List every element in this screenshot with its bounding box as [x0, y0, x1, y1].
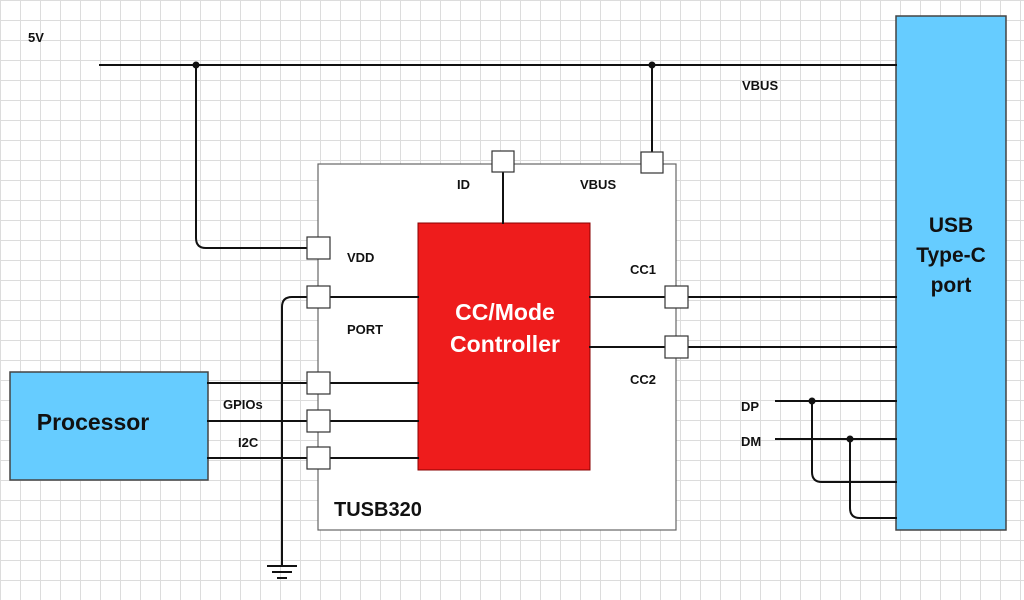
usb-type-c-port-block	[895, 15, 1007, 531]
junction-dot-dp	[808, 397, 816, 405]
supply-5v-label: 5V	[28, 30, 44, 45]
pin-pad-gpio-2	[306, 409, 331, 433]
pin-label-cc1: CC1	[630, 262, 656, 277]
pin-pad-cc1	[664, 285, 689, 309]
bus-label-gpios: GPIOs	[223, 397, 263, 412]
junction-dot-dm	[846, 435, 854, 443]
processor-block	[9, 371, 209, 481]
signal-label-dp: DP	[741, 399, 759, 414]
usb-port-label-line-1: USB	[929, 214, 973, 237]
pin-label-id: ID	[457, 177, 470, 192]
pin-label-vbus: VBUS	[580, 177, 616, 192]
processor-label: Processor	[37, 409, 150, 435]
controller-label-line-2: Controller	[450, 331, 560, 357]
junction-dot-vdd	[192, 61, 200, 69]
pin-pad-cc2	[664, 335, 689, 359]
ground-wire	[281, 296, 308, 567]
wires	[99, 64, 897, 567]
pin-pad-port	[306, 285, 331, 309]
dm-loop-wire	[849, 438, 897, 519]
vdd-supply-wire	[195, 64, 308, 249]
junction-dot-vbus	[648, 61, 656, 69]
pin-pad-i2c	[306, 446, 331, 470]
pin-pad-vdd	[306, 236, 331, 260]
ground-symbol-icon	[267, 565, 297, 579]
pin-label-vdd: VDD	[347, 250, 374, 265]
pin-pad-gpio-1	[306, 371, 331, 395]
pin-label-cc2: CC2	[630, 372, 656, 387]
pin-pad-vbus	[640, 151, 664, 174]
vbus-rail-label: VBUS	[742, 78, 778, 93]
chip-name-label: TUSB320	[334, 499, 422, 521]
bus-label-i2c: I2C	[238, 435, 259, 450]
usb-port-label-line-3: port	[931, 274, 972, 297]
signal-label-dm: DM	[741, 434, 761, 449]
pin-label-port: PORT	[347, 322, 383, 337]
pin-pad-id	[491, 150, 515, 173]
dp-loop-wire	[811, 400, 897, 483]
usb-port-label-line-2: Type-C	[916, 244, 986, 267]
controller-label-line-1: CC/Mode	[455, 299, 555, 325]
